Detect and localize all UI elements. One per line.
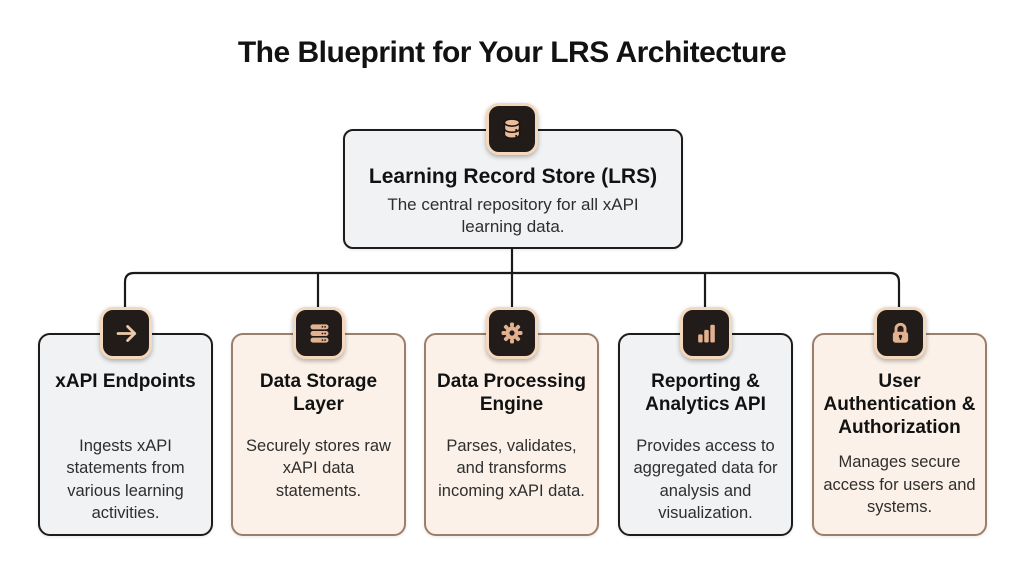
- root-card-description: The central repository for all xAPI lear…: [387, 195, 639, 237]
- root-card-title: Learning Record Store (LRS): [368, 165, 658, 188]
- lock-icon: [874, 307, 926, 359]
- card-title: Data Storage Layer: [259, 371, 378, 415]
- data-processing-card: Data Processing Engine Parses, validates…: [424, 333, 599, 536]
- card-description: Ingests xAPI statements from various lea…: [66, 437, 185, 522]
- xapi-endpoints-card: xAPI Endpoints Ingests xAPI statements f…: [38, 333, 213, 536]
- gear-icon: [486, 307, 538, 359]
- card-description: Provides access to aggregated data for a…: [633, 437, 778, 522]
- card-description: Manages secure access for users and syst…: [823, 453, 976, 516]
- page-title: The Blueprint for Your LRS Architecture: [237, 36, 787, 69]
- user-auth-card: User Authentication & Authorization Mana…: [812, 333, 987, 536]
- database-icon: [486, 103, 538, 155]
- card-title: Data Processing Engine: [437, 371, 586, 415]
- card-description: Parses, validates, and transforms incomi…: [438, 437, 585, 500]
- card-description: Securely stores raw xAPI data statements…: [246, 437, 391, 500]
- card-title: User Authentication & Authorization: [823, 371, 976, 438]
- arrow-right-icon: [100, 307, 152, 359]
- reporting-analytics-card: Reporting & Analytics API Provides acces…: [618, 333, 793, 536]
- data-storage-card: Data Storage Layer Securely stores raw x…: [231, 333, 406, 536]
- bar-chart-icon: [680, 307, 732, 359]
- connector-rail: [123, 271, 901, 312]
- server-icon: [293, 307, 345, 359]
- card-title: Reporting & Analytics API: [645, 371, 766, 415]
- card-title: xAPI Endpoints: [55, 371, 196, 392]
